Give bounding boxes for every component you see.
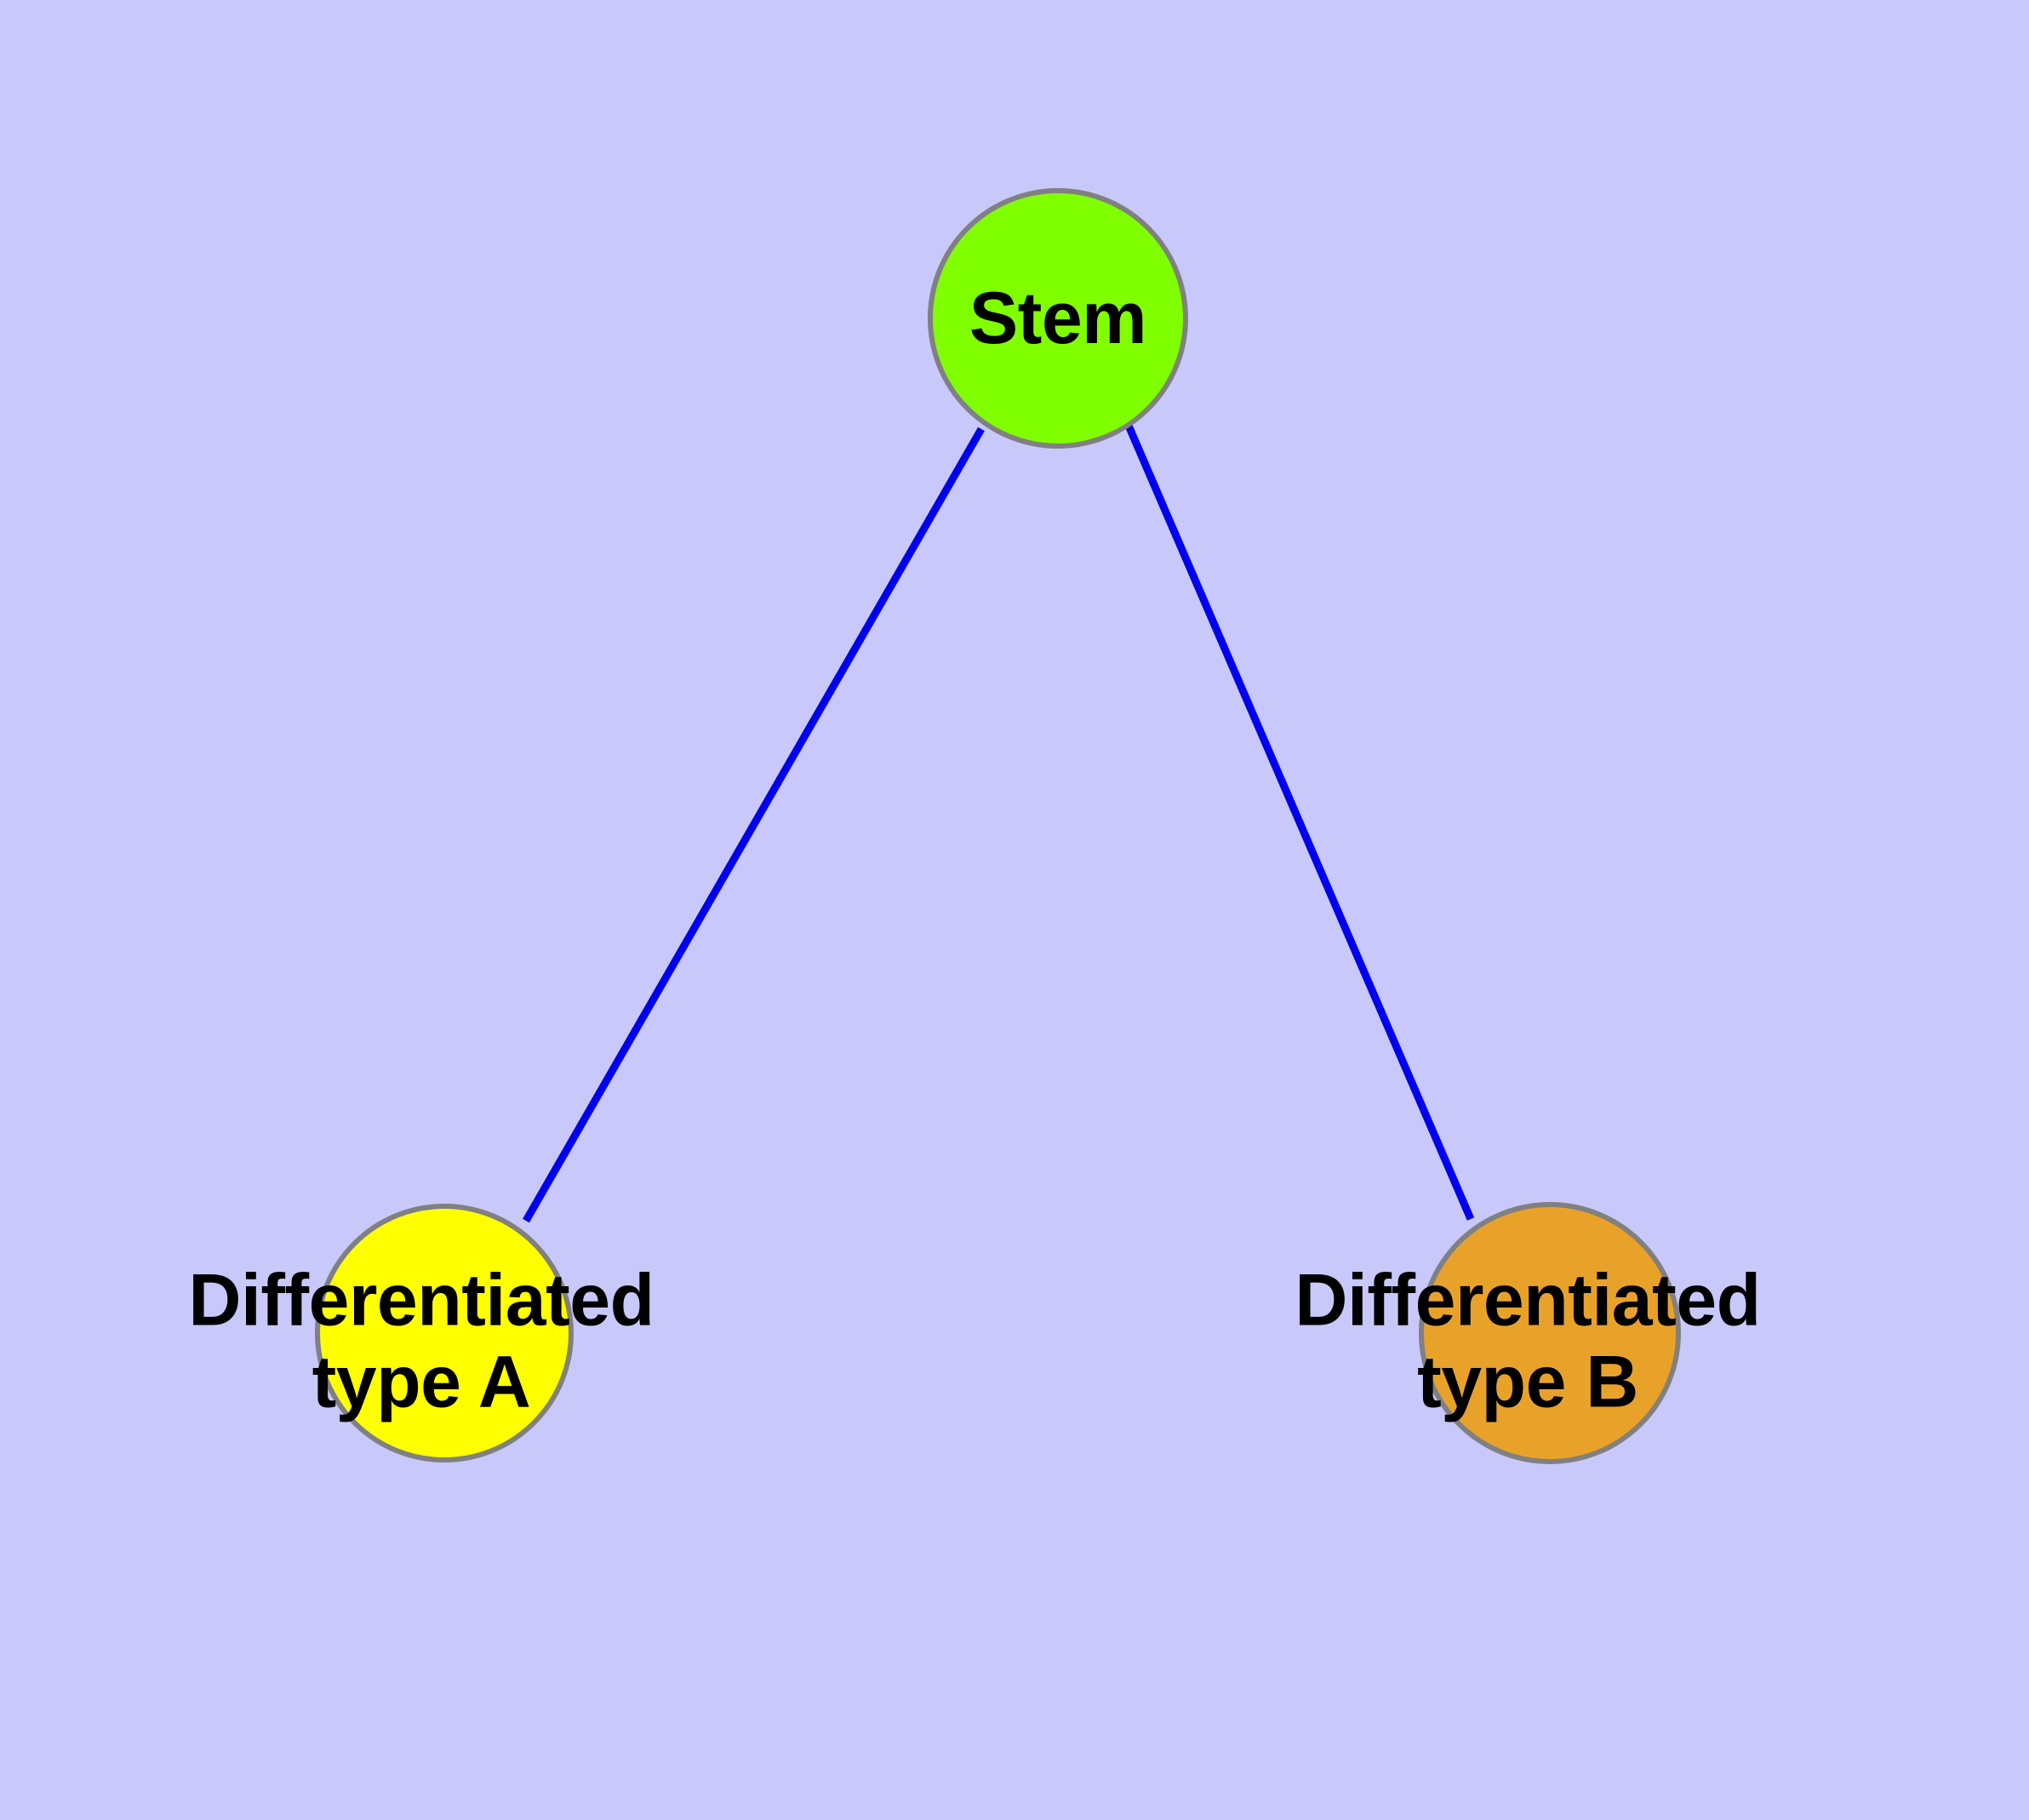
node-differentiated-type-b[interactable]: [1419, 1202, 1681, 1464]
node-differentiated-type-a[interactable]: [315, 1204, 574, 1462]
edge-stem-to-differentiated-type-a: [523, 426, 985, 1223]
edge-stem-to-differentiated-type-b: [1124, 424, 1475, 1221]
node-stem[interactable]: [928, 188, 1188, 449]
